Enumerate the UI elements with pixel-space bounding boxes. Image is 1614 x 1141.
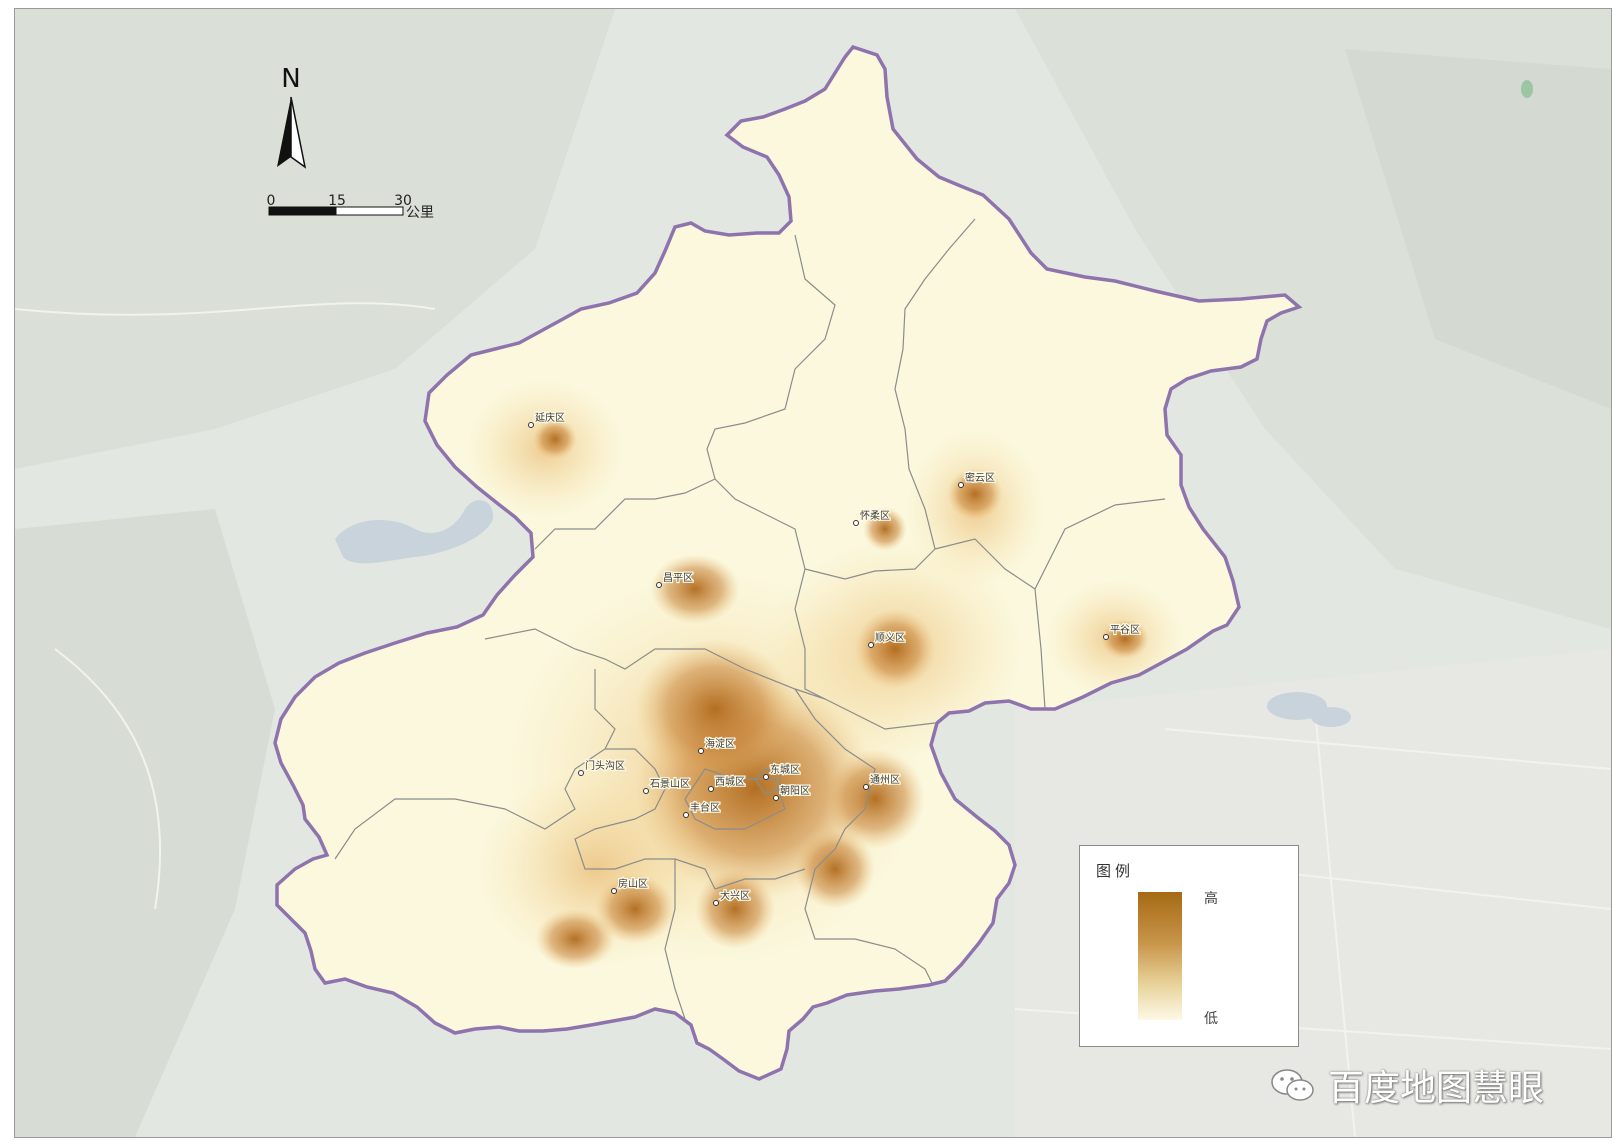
district-label: 密云区 xyxy=(965,471,995,484)
water-bodies xyxy=(335,80,1533,727)
north-arrow-letter: N xyxy=(281,64,300,94)
legend-low-label: 低 xyxy=(1204,1011,1218,1027)
district-label: 延庆区 xyxy=(535,411,565,424)
district-marker xyxy=(611,888,617,894)
scale-unit: 公里 xyxy=(406,205,434,221)
district-label: 房山区 xyxy=(618,877,648,890)
scale-label-30: 30 xyxy=(394,193,412,209)
district-marker xyxy=(528,422,534,428)
legend-title: 图例 xyxy=(1096,862,1135,880)
legend: 图例 高 低 xyxy=(1079,845,1299,1047)
district-marker xyxy=(958,482,964,488)
district-label: 海淀区 xyxy=(705,737,735,750)
map-frame: 延庆区怀柔区 密云区昌平区顺义区 平谷区海淀区门头沟区石景山区 西城区 东城区朝阳区 通州… xyxy=(14,8,1612,1138)
watermark-text: 百度地图慧眼 xyxy=(1328,1068,1545,1109)
district-label: 平谷区 xyxy=(1110,624,1140,636)
district-label: 顺义区 xyxy=(875,632,905,644)
district-label: 通州区 xyxy=(870,774,900,786)
district-label: 大兴区 xyxy=(720,889,750,902)
district-label: 丰台区 xyxy=(690,801,720,814)
district-marker xyxy=(578,770,584,776)
district-label: 东城区 xyxy=(770,763,800,776)
district-marker xyxy=(763,774,769,780)
district-marker xyxy=(713,900,719,906)
legend-high-label: 高 xyxy=(1204,891,1218,907)
district-label: 西城区 xyxy=(715,776,745,788)
north-arrow-icon xyxy=(277,97,291,167)
district-label: 怀柔区 xyxy=(860,510,890,522)
district-marker xyxy=(698,748,704,754)
district-marker xyxy=(863,784,869,790)
watermark: 百度地图慧眼 xyxy=(1268,1058,1544,1112)
north-arrow: N xyxy=(277,64,307,169)
district-label: 朝阳区 xyxy=(780,785,810,797)
scale-label-0: 0 xyxy=(267,193,276,209)
scale-bar: 0 15 30 公里 xyxy=(267,193,434,221)
district-label: 昌平区 xyxy=(663,572,693,584)
district-marker xyxy=(853,520,859,526)
district-boundaries xyxy=(334,218,1166,1020)
district-marker xyxy=(656,582,662,588)
district-marker xyxy=(773,795,779,801)
scale-label-15: 15 xyxy=(328,193,346,209)
district-marker xyxy=(683,812,689,818)
district-marker xyxy=(1103,634,1109,640)
wechat-icon xyxy=(1271,1069,1314,1101)
legend-color-ramp xyxy=(1138,892,1182,1020)
district-label: 门头沟区 xyxy=(585,759,625,772)
district-label: 石景山区 xyxy=(650,778,690,790)
district-marker xyxy=(708,786,714,792)
district-marker xyxy=(643,788,649,794)
district-marker xyxy=(868,642,874,648)
